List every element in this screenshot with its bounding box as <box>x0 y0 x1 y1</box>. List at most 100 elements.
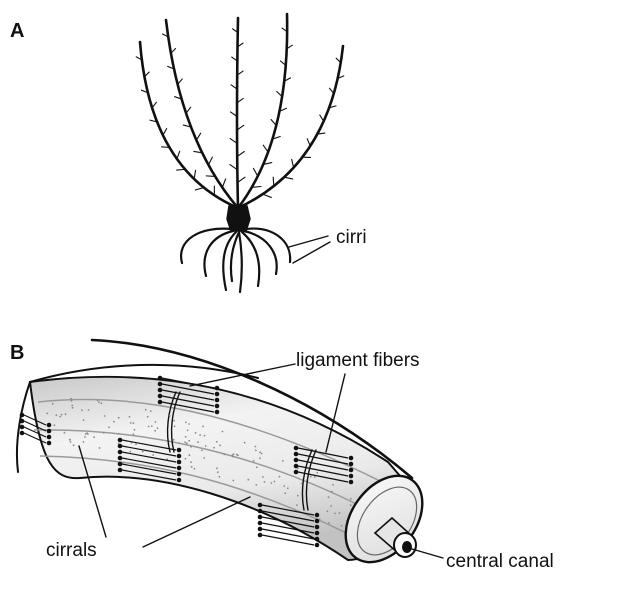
fiber-dot <box>177 466 182 471</box>
stipple-dot <box>319 518 321 520</box>
stipple-dot <box>274 481 276 483</box>
stipple-dot <box>350 504 352 506</box>
pinnule <box>163 129 167 136</box>
stipple-dot <box>194 468 196 470</box>
fiber-dot <box>258 515 263 520</box>
pinnule <box>263 194 272 197</box>
fiber-dot <box>158 382 163 387</box>
stipple-dot <box>255 450 257 452</box>
stipple-dot <box>84 436 86 438</box>
stipple-dot <box>204 435 206 437</box>
pinnule <box>195 188 204 190</box>
stipple-dot <box>98 402 100 404</box>
central-canal-label: central canal <box>446 551 554 572</box>
stipple-dot <box>205 445 207 447</box>
stipple-dot <box>61 414 63 416</box>
stipple-dot <box>188 440 190 442</box>
stipple-dot <box>185 436 187 438</box>
stipple-dot <box>118 433 120 435</box>
pinnule <box>152 102 156 108</box>
stipple-dot <box>134 429 136 431</box>
fiber-dot <box>294 464 299 469</box>
fiber-dot <box>177 460 182 465</box>
fiber-dot <box>349 462 354 467</box>
stipple-dot <box>97 400 99 402</box>
fiber-dot <box>258 503 263 508</box>
ligament-fiber <box>262 535 314 545</box>
stipple-dot <box>217 471 219 473</box>
stipple-dot <box>52 403 54 405</box>
stipple-dot <box>297 495 299 497</box>
stipple-dot <box>173 420 175 422</box>
fiber-dot <box>215 386 220 391</box>
stipple-dot <box>264 481 266 483</box>
stipple-dot <box>190 446 192 448</box>
stipple-dot <box>189 454 191 456</box>
crinoid-arms <box>136 14 344 208</box>
stipple-dot <box>104 415 106 417</box>
stipple-dot <box>148 426 150 428</box>
stipple-dot <box>328 496 330 498</box>
stipple-dot <box>187 430 189 432</box>
stipple-dot <box>129 416 131 418</box>
stipple-dot <box>199 434 201 436</box>
fiber-dot <box>118 438 123 443</box>
stipple-dot <box>197 441 199 443</box>
stipple-dot <box>118 417 120 419</box>
fiber-dot <box>258 509 263 514</box>
stipple-dot <box>151 425 153 427</box>
stipple-dot <box>147 416 149 418</box>
cirri-leader-line <box>293 242 330 263</box>
stipple-dot <box>103 432 105 434</box>
stipple-dot <box>195 432 197 434</box>
fiber-dot <box>177 478 182 483</box>
fiber-dot <box>118 456 123 461</box>
pinnule <box>284 177 293 179</box>
fiber-dot <box>215 392 220 397</box>
stipple-dot <box>130 422 132 424</box>
stipple-dot <box>203 457 205 459</box>
pinnule <box>329 88 333 93</box>
fiber-dot <box>315 513 320 518</box>
stipple-dot <box>232 480 234 482</box>
stipple-dot <box>247 479 249 481</box>
crinoid-illustration <box>136 14 344 292</box>
stipple-dot <box>331 491 333 493</box>
cirrals-label: cirrals <box>46 540 97 561</box>
stipple-dot <box>287 487 289 489</box>
stipple-dot <box>83 441 85 443</box>
fiber-dot <box>349 474 354 479</box>
fiber-dot <box>215 398 220 403</box>
stipple-dot <box>65 413 67 415</box>
stipple-dot <box>133 433 135 435</box>
stipple-dot <box>213 447 215 449</box>
fiber-dot <box>258 527 263 532</box>
fiber-dot <box>158 376 163 381</box>
fiber-dot <box>158 388 163 393</box>
pinnule <box>320 115 324 121</box>
crinoid-calyx <box>227 206 250 231</box>
fiber-dot <box>315 537 320 542</box>
stipple-dot <box>301 483 303 485</box>
stipple-dot <box>64 432 66 434</box>
stipple-dot <box>72 407 74 409</box>
stipple-dot <box>135 443 137 445</box>
stipple-dot <box>255 446 257 448</box>
pinnule <box>222 179 225 188</box>
fiber-dot <box>158 400 163 405</box>
pinnule <box>263 145 268 152</box>
fiber-dot <box>177 448 182 453</box>
crinoid-cirri <box>181 229 290 292</box>
cirri-label: cirri <box>336 227 367 248</box>
stipple-dot <box>174 425 176 427</box>
stipple-dot <box>99 447 101 449</box>
fiber-dot <box>158 394 163 399</box>
stipple-dot <box>222 431 224 433</box>
stipple-dot <box>216 467 218 469</box>
stipple-dot <box>113 421 115 423</box>
central-canal-lumen <box>402 541 412 553</box>
stipple-dot <box>256 466 258 468</box>
stipple-dot <box>59 416 61 418</box>
cirri-leader-line <box>289 236 328 247</box>
